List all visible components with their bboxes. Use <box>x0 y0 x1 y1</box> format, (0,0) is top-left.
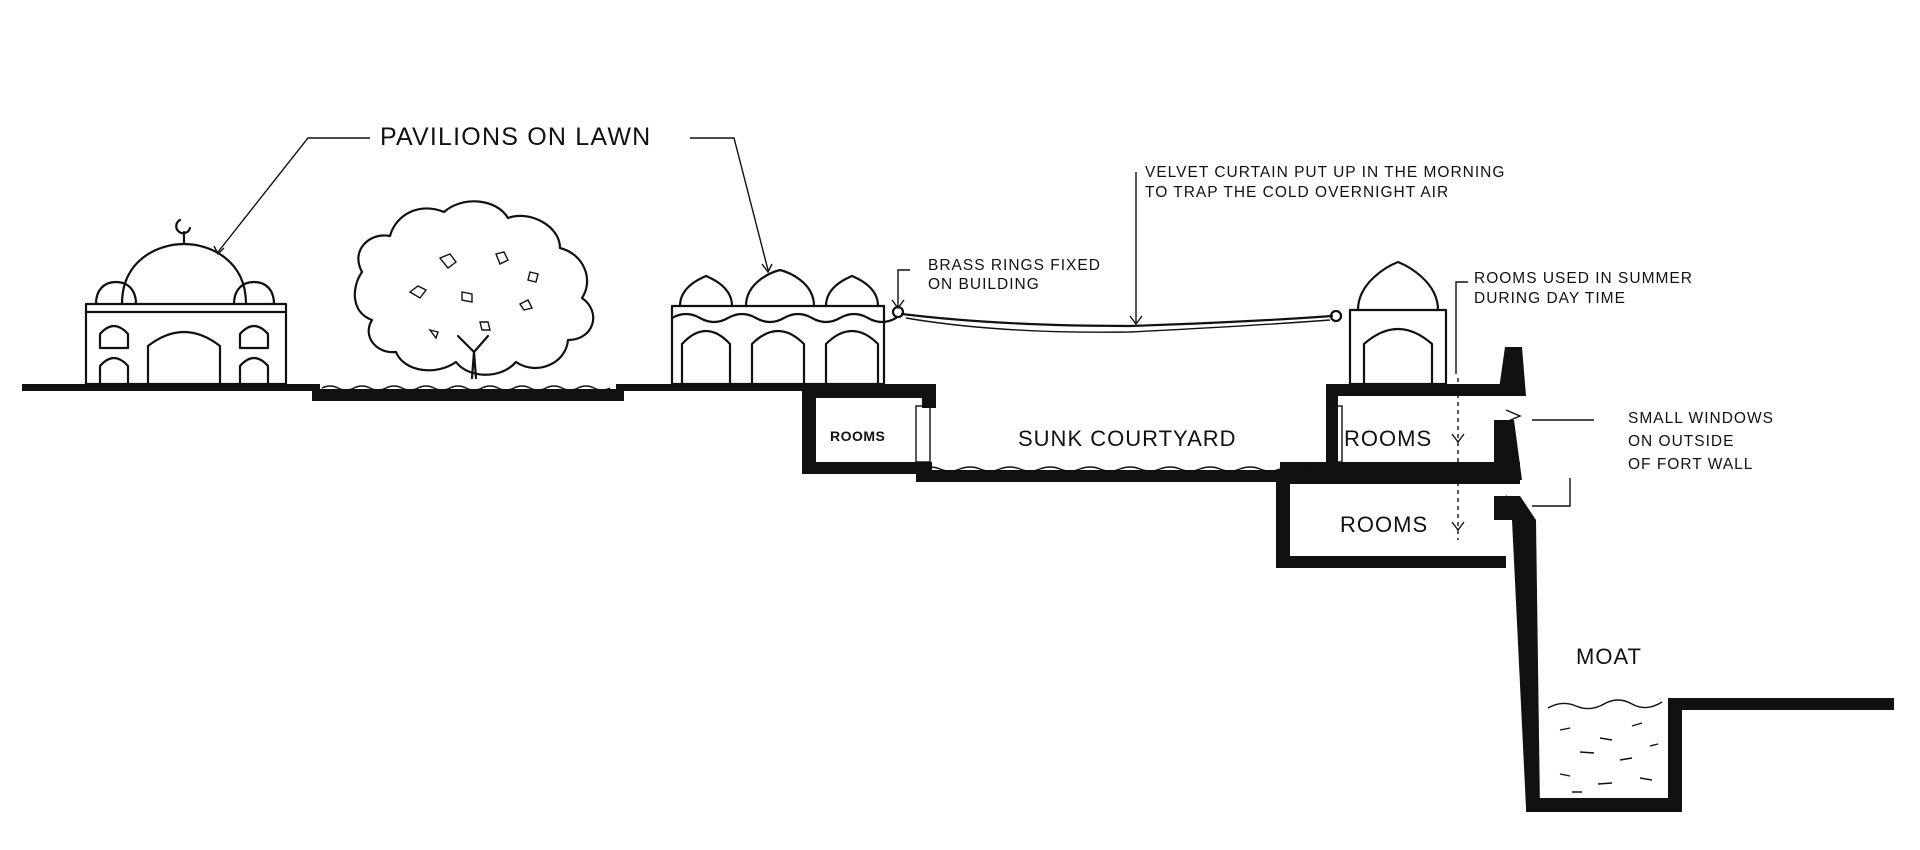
label-windows-2: ON OUTSIDE <box>1628 433 1734 450</box>
leader-lines <box>213 137 1594 507</box>
label-summer-2: DURING DAY TIME <box>1474 290 1626 307</box>
label-brass-1: BRASS RINGS FIXED <box>928 257 1101 274</box>
label-windows-1: SMALL WINDOWS <box>1628 410 1774 427</box>
label-rooms-upper: ROOMS <box>1344 426 1432 451</box>
label-pavilions: PAVILIONS ON LAWN <box>380 123 651 151</box>
labels: PAVILIONS ON LAWN VELVET CURTAIN PUT UP … <box>380 123 1774 669</box>
label-rooms-small: ROOMS <box>830 428 885 444</box>
label-brass-2: ON BUILDING <box>928 276 1040 293</box>
right-pavilion <box>1348 260 1448 386</box>
label-windows-3: OF FORT WALL <box>1628 456 1753 473</box>
label-curtain-2: TO TRAP THE COLD OVERNIGHT AIR <box>1145 184 1449 201</box>
middle-pavilion <box>670 268 898 386</box>
ground-profile <box>22 347 1894 812</box>
rooms-details <box>915 378 1522 540</box>
label-moat: MOAT <box>1576 644 1642 669</box>
left-pavilion <box>84 218 288 386</box>
velvet-curtain <box>891 305 1343 333</box>
moat-water <box>1547 699 1663 793</box>
label-sunk-courtyard: SUNK COURTYARD <box>1018 426 1237 451</box>
label-curtain-1: VELVET CURTAIN PUT UP IN THE MORNING <box>1145 164 1505 181</box>
label-rooms-lower: ROOMS <box>1340 512 1428 537</box>
tree <box>353 200 595 380</box>
label-summer-1: ROOMS USED IN SUMMER <box>1474 270 1693 287</box>
